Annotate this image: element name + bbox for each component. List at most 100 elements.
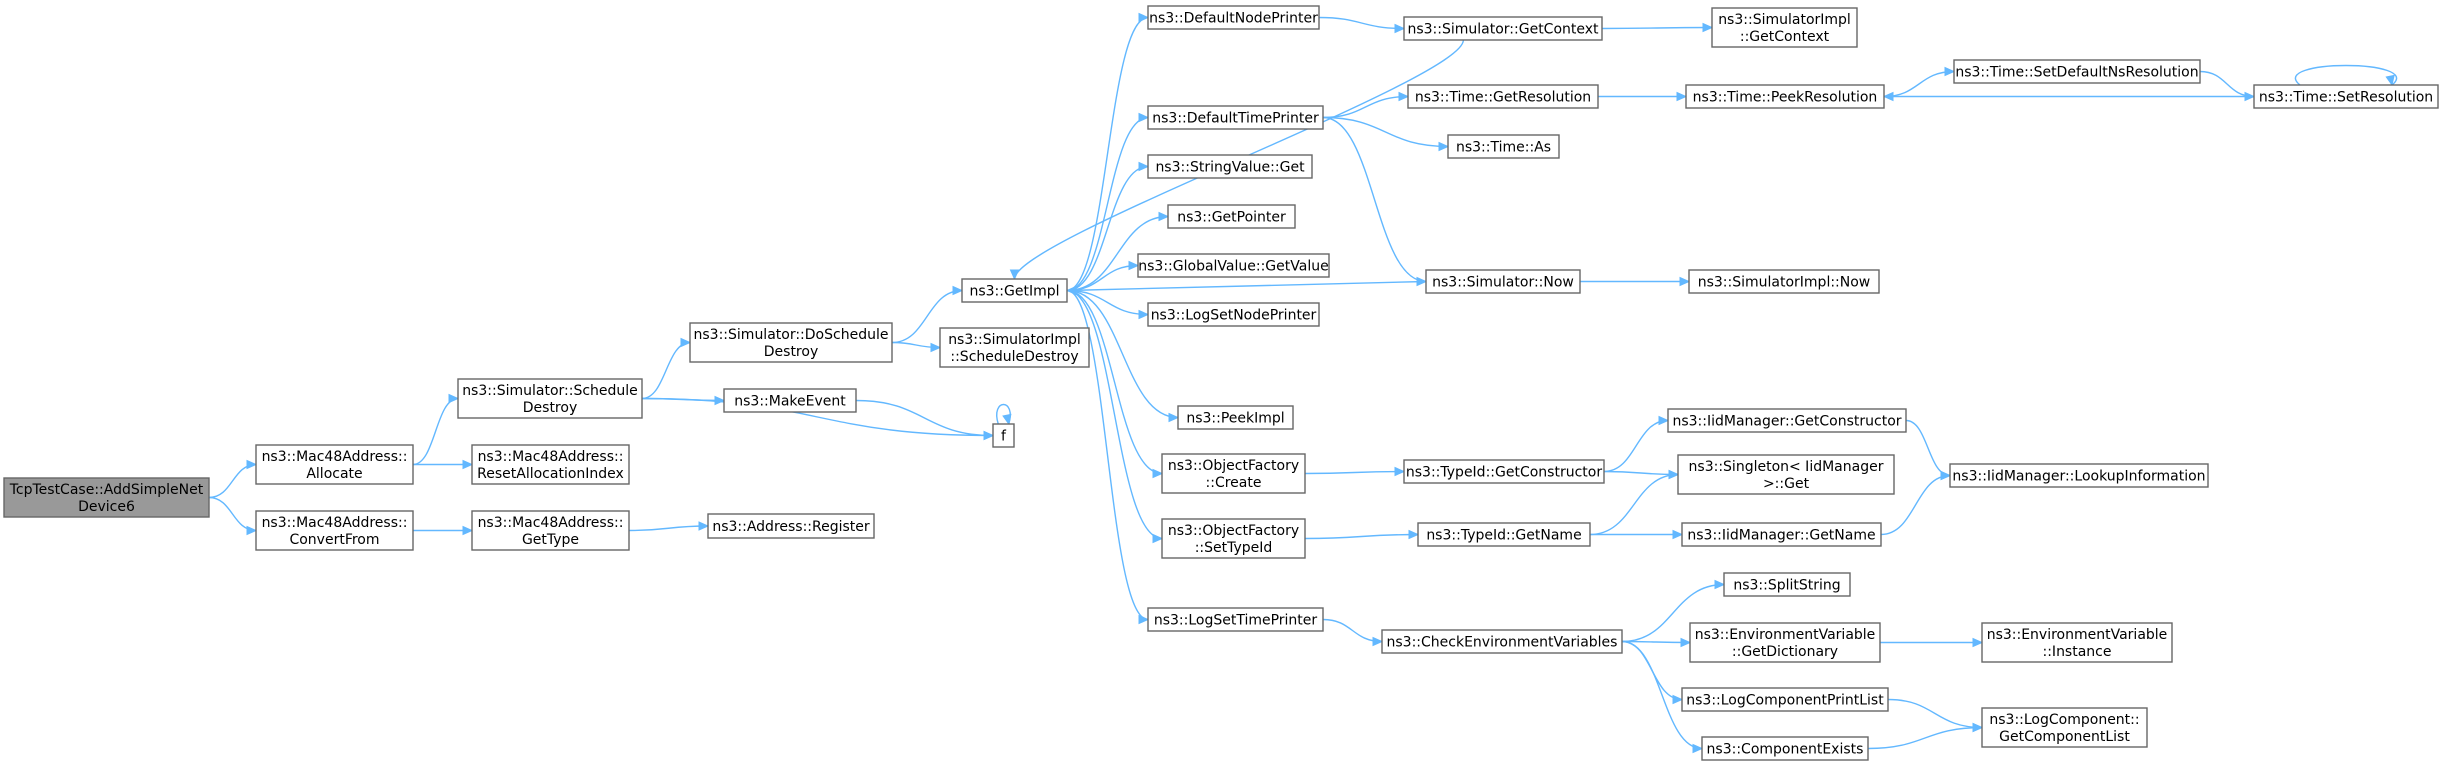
node-getimpl[interactable]: ns3::GetImpl	[961, 278, 1068, 303]
edge-typeidgetname-to-singletonget	[1589, 469, 1680, 536]
node-label: ::Create	[1206, 475, 1262, 491]
edge-arrowhead	[1138, 161, 1150, 172]
edge-line	[1066, 289, 1163, 475]
node-iidlookup[interactable]: ns3::IidManager::LookupInformation	[1949, 463, 2209, 488]
node-label: ns3::TypeId::GetConstructor	[1406, 465, 1602, 481]
node-box	[1677, 454, 1895, 495]
node-label: ns3::Simulator::DoSchedule	[694, 327, 889, 343]
node-logtimeprinter[interactable]: ns3::LogSetTimePrinter	[1147, 607, 1324, 632]
node-box	[1711, 7, 1858, 48]
node-label: ns3::Time::SetResolution	[2259, 90, 2433, 106]
node-label: ns3::Simulator::Now	[1432, 275, 1574, 291]
node-f[interactable]: f	[992, 423, 1015, 448]
node-label: ns3::Simulator::GetContext	[1407, 22, 1599, 38]
node-envinstance[interactable]: ns3::EnvironmentVariable::Instance	[1981, 622, 2173, 663]
edge-line	[891, 289, 963, 344]
nodes-layer: TcpTestCase::AddSimpleNetDevice6ns3::Mac…	[3, 5, 2439, 761]
node-resetalloc[interactable]: ns3::Mac48Address::ResetAllocationIndex	[471, 444, 630, 485]
node-implnow[interactable]: ns3::SimulatorImpl::Now	[1688, 269, 1880, 294]
edge-arrowhead	[1152, 533, 1164, 544]
node-box	[1981, 707, 2148, 748]
node-simnow[interactable]: ns3::Simulator::Now	[1425, 269, 1581, 294]
node-compexists[interactable]: ns3::ComponentExists	[1701, 736, 1869, 761]
node-simgetcontext[interactable]: ns3::Simulator::GetContext	[1403, 16, 1603, 41]
edge-line	[1304, 470, 1405, 475]
node-box	[1949, 463, 2209, 488]
node-splitstring[interactable]: ns3::SplitString	[1723, 572, 1851, 597]
node-label: ::GetContext	[1740, 29, 1830, 45]
edge-arrowhead	[1692, 743, 1704, 754]
node-getpointer[interactable]: ns3::GetPointer	[1167, 204, 1296, 229]
node-allocate[interactable]: ns3::Mac48Address::Allocate	[255, 444, 414, 485]
node-ofcreate[interactable]: ns3::ObjectFactory::Create	[1161, 453, 1306, 494]
node-setdefns[interactable]: ns3::Time::SetDefaultNsResolution	[1953, 59, 2201, 84]
node-logcomplist[interactable]: ns3::LogComponent::GetComponentList	[1981, 707, 2148, 748]
edge-line	[1066, 289, 1163, 540]
node-register[interactable]: ns3::Address::Register	[707, 513, 875, 539]
node-box	[1685, 84, 1885, 109]
node-typeidgetctor[interactable]: ns3::TypeId::GetConstructor	[1403, 459, 1605, 484]
node-box	[707, 513, 875, 539]
node-box	[1161, 453, 1306, 494]
edge-arrowhead	[1138, 12, 1150, 23]
node-label: ns3::LogSetTimePrinter	[1154, 613, 1318, 629]
node-gettype[interactable]: ns3::Mac48Address::GetType	[471, 510, 630, 551]
node-timegetres[interactable]: ns3::Time::GetResolution	[1407, 84, 1599, 109]
node-label: ns3::Simulator::Schedule	[462, 383, 638, 399]
edge-line	[1603, 419, 1669, 473]
node-makeevent[interactable]: ns3::MakeEvent	[723, 388, 857, 413]
edge-checkenv-to-splitstring	[1621, 579, 1726, 643]
node-label: ns3::ObjectFactory	[1168, 458, 1299, 474]
node-singletonget[interactable]: ns3::Singleton< IidManager>::Get	[1677, 454, 1895, 495]
node-label: ns3::SimulatorImpl	[1718, 12, 1851, 28]
node-deftimeprinter[interactable]: ns3::DefaultTimePrinter	[1147, 105, 1324, 130]
edge-line	[1603, 470, 1679, 476]
node-label: ns3::ObjectFactory	[1168, 523, 1299, 539]
node-label: ns3::Address::Register	[712, 519, 870, 535]
node-ofsettypeid[interactable]: ns3::ObjectFactory::SetTypeId	[1161, 518, 1306, 559]
node-label: ns3::Mac48Address::	[262, 449, 408, 465]
node-setres[interactable]: ns3::Time::SetResolution	[2253, 84, 2439, 109]
node-logcompprint[interactable]: ns3::LogComponentPrintList	[1681, 687, 1889, 712]
edge-allocate-to-resetalloc	[413, 459, 474, 470]
edge-arrowhead	[2385, 74, 2395, 87]
node-label: Allocate	[306, 466, 362, 482]
edge-setres-to-setres	[2295, 64, 2397, 87]
edge-arrowhead	[1009, 269, 1020, 281]
node-convertfrom[interactable]: ns3::Mac48Address::ConvertFrom	[255, 510, 414, 551]
edge-arrowhead	[714, 395, 726, 406]
node-iidgetname[interactable]: ns3::IidManager::GetName	[1681, 522, 1882, 547]
edge-getimpl-to-peekimpl	[1066, 289, 1180, 423]
node-envgetdict[interactable]: ns3::EnvironmentVariable::GetDictionary	[1689, 622, 1881, 663]
node-implscheddestroy[interactable]: ns3::SimulatorImpl::ScheduleDestroy	[939, 327, 1090, 368]
node-iidgetctor[interactable]: ns3::IidManager::GetConstructor	[1667, 408, 1907, 433]
node-defnodeprinter[interactable]: ns3::DefaultNodePrinter	[1147, 5, 1320, 30]
node-label: ::GetDictionary	[1732, 644, 1838, 660]
node-box	[1147, 302, 1320, 327]
node-globalvalue[interactable]: ns3::GlobalValue::GetValue	[1137, 253, 1330, 278]
edge-getimpl-to-lognodeprinter	[1066, 289, 1150, 320]
node-implgetcontext[interactable]: ns3::SimulatorImpl::GetContext	[1711, 7, 1858, 48]
edge-simnow-to-implnow	[1579, 276, 1691, 287]
node-box	[1681, 687, 1889, 712]
node-lognodeprinter[interactable]: ns3::LogSetNodePrinter	[1147, 302, 1320, 327]
node-scheduledestroy[interactable]: ns3::Simulator::ScheduleDestroy	[457, 378, 643, 419]
node-box	[471, 510, 630, 551]
node-typeidgetname[interactable]: ns3::TypeId::GetName	[1417, 522, 1591, 547]
edge-arrowhead	[1944, 66, 1956, 77]
node-label: ns3::LogSetNodePrinter	[1151, 308, 1317, 324]
edge-checkenv-to-compexists	[1621, 640, 1704, 754]
edge-arrowhead	[1672, 529, 1684, 540]
node-timeas[interactable]: ns3::Time::As	[1447, 134, 1560, 159]
node-label: ns3::GlobalValue::GetValue	[1138, 259, 1328, 275]
node-label: ns3::Time::SetDefaultNsResolution	[1955, 65, 2198, 81]
edge-arrowhead	[1438, 141, 1450, 152]
edge-arrowhead	[1676, 91, 1688, 102]
node-stringvalueget[interactable]: ns3::StringValue::Get	[1147, 154, 1313, 179]
node-checkenv[interactable]: ns3::CheckEnvironmentVariables	[1381, 629, 1623, 654]
node-peekres[interactable]: ns3::Time::PeekResolution	[1685, 84, 1885, 109]
node-peekimpl[interactable]: ns3::PeekImpl	[1177, 405, 1294, 430]
edge-arrowhead	[1394, 23, 1406, 34]
